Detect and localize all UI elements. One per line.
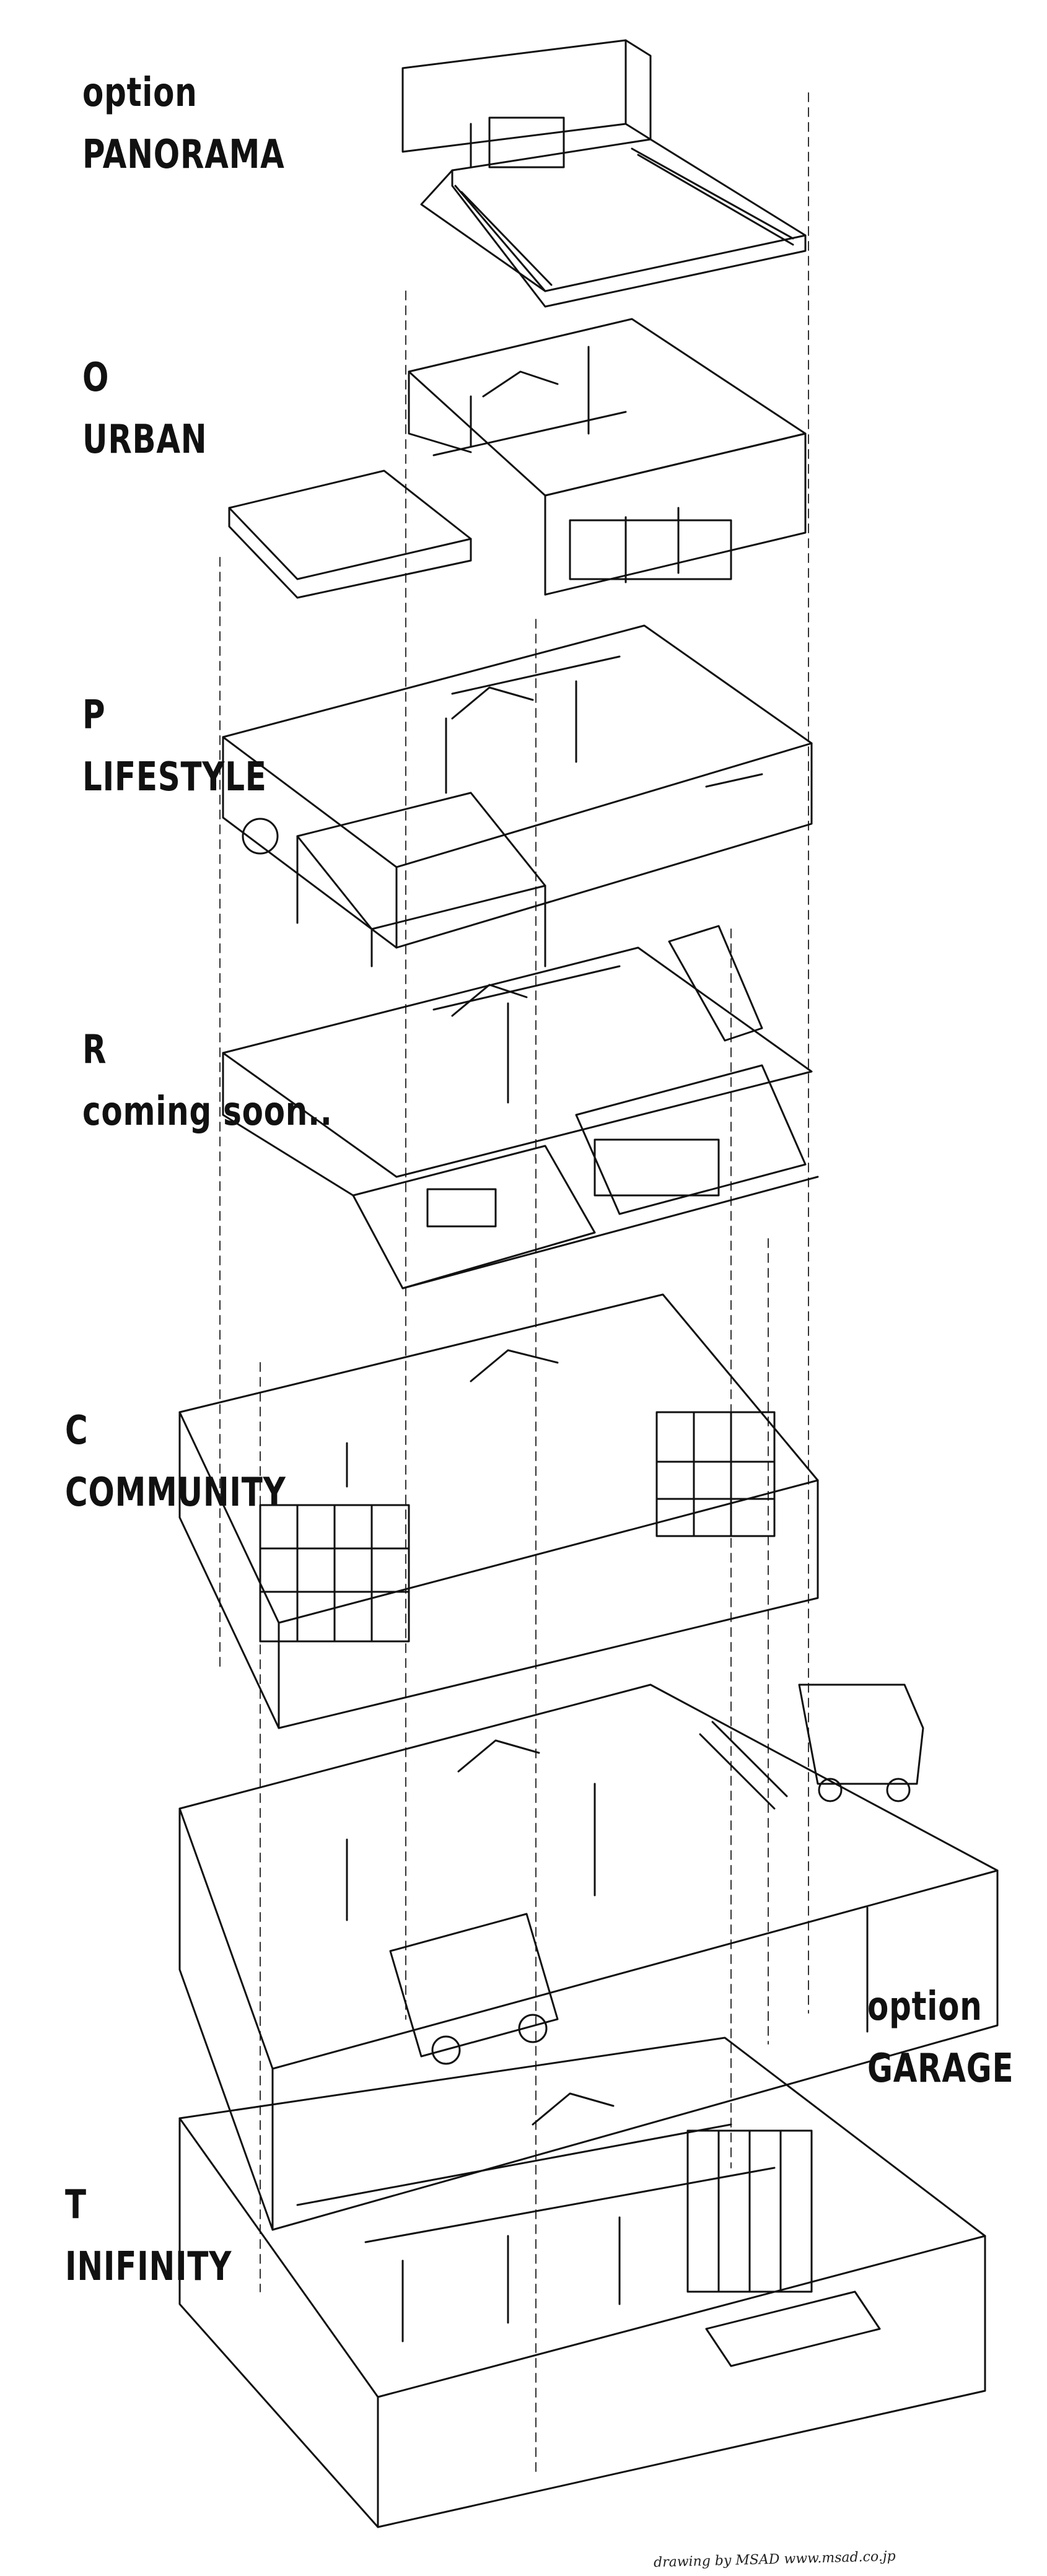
- label-coming-soon: R coming soon..: [82, 1019, 333, 1143]
- label-coming-soon-line1: R: [82, 1027, 107, 1073]
- label-lifestyle-line1: P: [82, 692, 106, 738]
- label-panorama: option PANORAMA: [82, 62, 284, 186]
- level-coming-soon: [222, 925, 819, 1290]
- label-infinity-line2: INIFINITY: [65, 2244, 232, 2290]
- label-urban-line1: O: [82, 355, 110, 401]
- label-infinity: T INIFINITY: [65, 2174, 232, 2298]
- label-lifestyle: P LIFESTYLE: [82, 684, 267, 808]
- label-lifestyle-line2: LIFESTYLE: [82, 754, 267, 800]
- level-panorama: [401, 39, 807, 308]
- level-community: [178, 1293, 819, 1729]
- level-garage: [178, 1683, 999, 2231]
- label-community: C COMMUNITY: [65, 1400, 286, 1524]
- label-panorama-line2: PANORAMA: [82, 132, 285, 178]
- label-garage-line2: GARAGE: [867, 2046, 1014, 2092]
- label-infinity-line1: T: [65, 2182, 87, 2228]
- level-lifestyle: [222, 624, 813, 967]
- label-coming-soon-line2: coming soon..: [82, 1089, 333, 1135]
- label-community-line1: C: [65, 1408, 89, 1454]
- label-garage-line1: option: [867, 1984, 983, 2030]
- level-urban: [228, 318, 807, 599]
- label-panorama-line1: option: [82, 70, 198, 116]
- label-garage: option GARAGE: [867, 1976, 1014, 2100]
- label-urban-line2: URBAN: [82, 417, 208, 463]
- label-urban: O URBAN: [82, 347, 207, 471]
- level-infinity: [178, 2037, 986, 2528]
- projection-guides: [219, 92, 809, 2478]
- label-community-line2: COMMUNITY: [65, 1470, 286, 1516]
